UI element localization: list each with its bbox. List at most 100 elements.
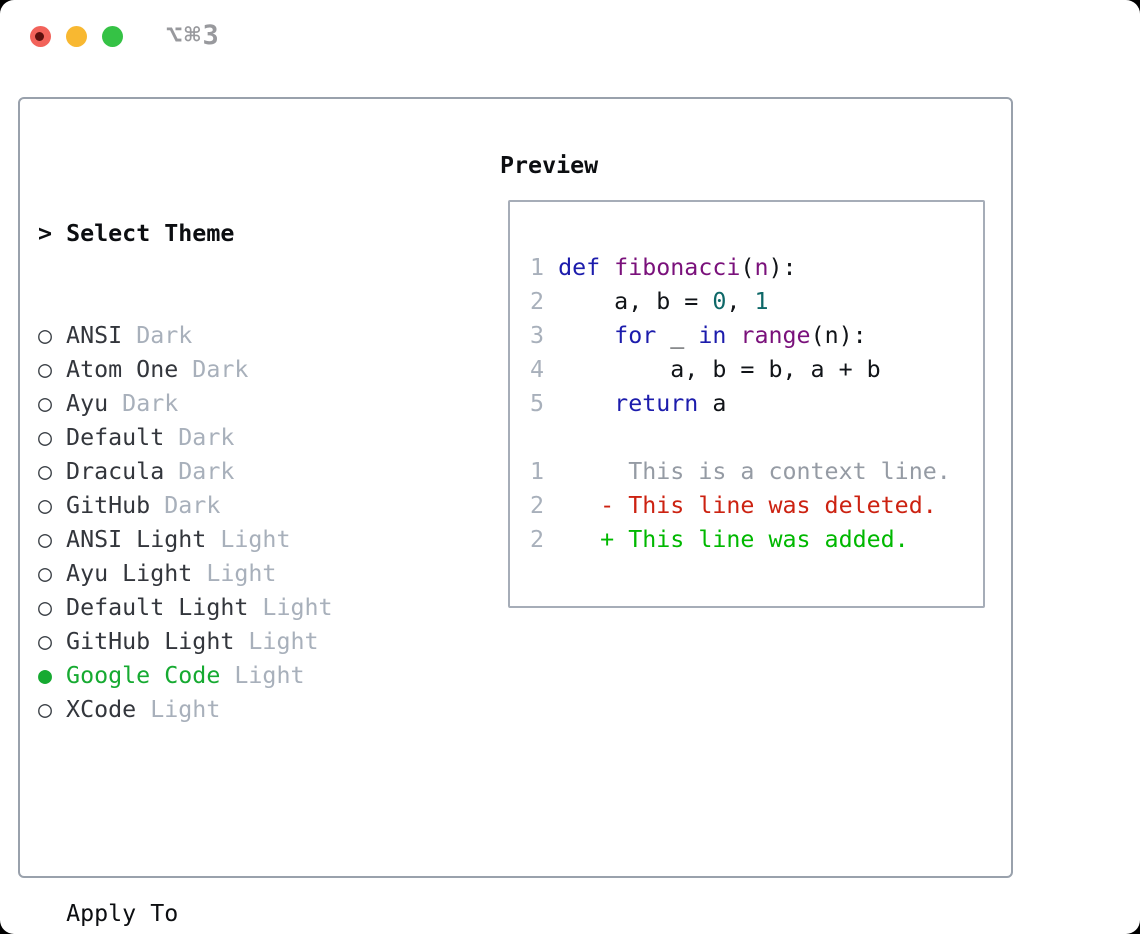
minimize-button[interactable] xyxy=(66,26,87,47)
theme-option-ayu-light[interactable]: ○ Ayu Light Light xyxy=(38,557,431,591)
code-line xyxy=(530,421,951,455)
code-token: This is a context line. xyxy=(558,458,951,485)
radio-icon: ○ xyxy=(38,594,53,621)
theme-name: ANSI Light xyxy=(52,526,207,553)
theme-option-dracula[interactable]: ○ Dracula Dark xyxy=(38,455,431,489)
window-title: ⌥⌘3 xyxy=(166,20,221,51)
theme-picker: > Select Theme ○ ANSI Dark○ Atom One Dar… xyxy=(38,149,431,934)
radio-icon: ○ xyxy=(38,526,53,553)
code-line: 1 This is a context line. xyxy=(530,455,951,489)
code-token: a xyxy=(698,390,727,417)
line-number: 4 xyxy=(530,356,559,383)
code-token: - This line was deleted. xyxy=(600,492,937,519)
radio-icon: ○ xyxy=(38,696,53,723)
code-line: 5 return a xyxy=(530,387,951,421)
theme-variant: Light xyxy=(206,526,291,553)
code-line: 2 + This line was added. xyxy=(530,523,951,557)
theme-option-ansi-light[interactable]: ○ ANSI Light Light xyxy=(38,523,431,557)
code-token: return xyxy=(614,390,699,417)
theme-variant: Dark xyxy=(164,424,235,451)
code-line: 2 a, b = 0, 1 xyxy=(530,285,951,319)
apply-to-indent xyxy=(38,900,66,927)
code-token xyxy=(558,322,614,349)
theme-option-github[interactable]: ○ GitHub Dark xyxy=(38,489,431,523)
code-token: range xyxy=(740,322,811,349)
code-token: in xyxy=(698,322,727,349)
theme-variant: Light xyxy=(234,628,319,655)
preview-title: Preview xyxy=(500,152,599,179)
select-theme-header: > Select Theme xyxy=(38,217,431,251)
code-line: 1 def fibonacci(n): xyxy=(530,251,951,285)
theme-variant: Light xyxy=(248,594,333,621)
theme-variant: Dark xyxy=(178,356,249,383)
code-line: 4 a, b = b, a + b xyxy=(530,353,951,387)
code-token: 0 xyxy=(712,288,727,315)
theme-name: Google Code xyxy=(52,662,221,689)
theme-option-ansi[interactable]: ○ ANSI Dark xyxy=(38,319,431,353)
radio-icon: ○ xyxy=(38,492,53,519)
theme-option-google-code[interactable]: ● Google Code Light xyxy=(38,659,431,693)
theme-name: Dracula xyxy=(52,458,165,485)
code-token xyxy=(558,390,614,417)
code-token: + This line was added. xyxy=(600,526,909,553)
code-token: ): xyxy=(768,254,797,281)
theme-variant: Dark xyxy=(164,458,235,485)
theme-name: XCode xyxy=(52,696,137,723)
select-theme-label xyxy=(52,220,66,247)
code-token xyxy=(600,254,614,281)
line-number: 2 xyxy=(530,288,559,315)
radio-icon: ○ xyxy=(38,560,53,587)
theme-variant: Light xyxy=(192,560,277,587)
theme-name: ANSI xyxy=(52,322,123,349)
theme-name: Default xyxy=(52,424,165,451)
code-token xyxy=(726,322,740,349)
theme-name: Ayu Light xyxy=(52,560,193,587)
radio-icon: ○ xyxy=(38,424,53,451)
code-token xyxy=(558,492,600,519)
code-token: for xyxy=(614,322,657,349)
theme-option-ayu[interactable]: ○ Ayu Dark xyxy=(38,387,431,421)
code-token xyxy=(558,526,600,553)
line-number: 2 xyxy=(530,526,559,553)
code-token: ( xyxy=(740,254,755,281)
theme-variant: Light xyxy=(136,696,221,723)
code-token: n xyxy=(754,254,769,281)
theme-option-default-light[interactable]: ○ Default Light Light xyxy=(38,591,431,625)
line-number: 1 xyxy=(530,254,559,281)
line-number: 1 xyxy=(530,458,559,485)
theme-variant: Dark xyxy=(122,322,193,349)
theme-name: Default Light xyxy=(52,594,249,621)
radio-icon: ○ xyxy=(38,628,53,655)
code-token: a, b = xyxy=(558,288,713,315)
focus-caret-icon: > xyxy=(38,220,53,247)
theme-option-xcode[interactable]: ○ XCode Light xyxy=(38,693,431,727)
theme-option-atom-one[interactable]: ○ Atom One Dark xyxy=(38,353,431,387)
theme-list: ○ ANSI Dark○ Atom One Dark○ Ayu Dark○ De… xyxy=(38,319,431,727)
code-line: 2 - This line was deleted. xyxy=(530,489,951,523)
spacer xyxy=(38,795,431,829)
line-number: 3 xyxy=(530,322,559,349)
code-token: def xyxy=(558,254,601,281)
code-token: fibonacci xyxy=(614,254,741,281)
line-number: 5 xyxy=(530,390,559,417)
radio-icon: ○ xyxy=(38,390,53,417)
code-token: a, b = b, a + b xyxy=(558,356,881,383)
theme-option-default[interactable]: ○ Default Dark xyxy=(38,421,431,455)
radio-icon: ○ xyxy=(38,458,53,485)
radio-icon: ○ xyxy=(38,356,53,383)
theme-option-github-light[interactable]: ○ GitHub Light Light xyxy=(38,625,431,659)
zoom-button[interactable] xyxy=(102,26,123,47)
radio-selected-icon: ● xyxy=(38,662,53,689)
theme-name: GitHub xyxy=(52,492,151,519)
theme-variant: Light xyxy=(220,662,305,689)
code-line: 3 for _ in range(n): xyxy=(530,319,951,353)
apply-to-header: Apply To xyxy=(38,897,431,931)
line-number: 2 xyxy=(530,492,559,519)
code-token: _ xyxy=(656,322,699,349)
code-token: (n): xyxy=(810,322,867,349)
radio-icon: ○ xyxy=(38,322,53,349)
close-button[interactable] xyxy=(30,26,51,47)
